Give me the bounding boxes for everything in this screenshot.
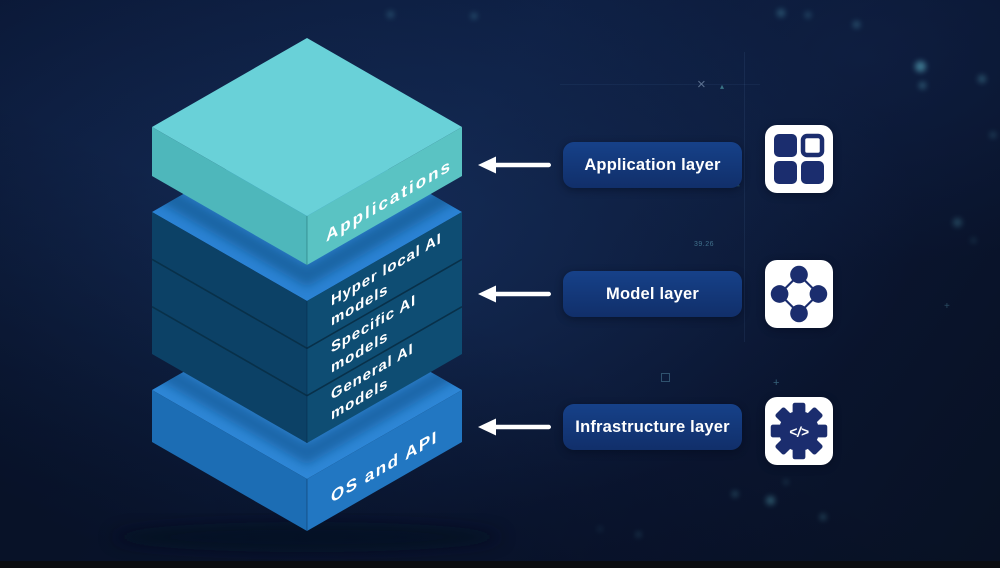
particle-dot [777, 9, 785, 17]
os-layer-right-face [307, 390, 462, 531]
hud-triangle-icon: ▴ [720, 82, 725, 91]
applications-layer-box: Applications [152, 38, 462, 265]
infrastructure-layer-pill: Infrastructure layer [563, 404, 742, 450]
models-box-shadow [152, 354, 462, 465]
arrow-left-icon [478, 285, 551, 303]
particle-dot [915, 61, 926, 72]
particle-dot [471, 13, 477, 19]
infrastructure-layer-pill-label: Infrastructure layer [575, 417, 730, 436]
particle-dot [784, 480, 788, 484]
os-layer-left-face [152, 390, 307, 531]
hud-sparkle-icon: + [944, 301, 950, 312]
model-layer-pill: Model layer [563, 271, 742, 317]
hud-sparkle-icon: + [773, 377, 780, 389]
particle-dot [971, 238, 976, 243]
app-grid-icon [774, 133, 825, 184]
applications-layer-left-face [152, 127, 307, 265]
model-network-icon [770, 265, 828, 323]
particle-dot [820, 514, 826, 520]
page-white-strip [0, 568, 1000, 580]
letterbox-black-bar [0, 561, 1000, 568]
particle-dot [598, 527, 602, 531]
application-layer-pill: Application layer [563, 142, 742, 188]
scene-background: × ▴ △ 39.26 + + [0, 0, 1000, 561]
particle-dot [387, 11, 394, 18]
particle-dot [978, 75, 986, 83]
particle-dot [732, 491, 738, 497]
hud-x-marker: × [697, 76, 706, 93]
particle-dot [953, 218, 962, 227]
application-layer-pill-label: Application layer [584, 155, 721, 174]
hud-numeric-reading: 39.26 [694, 241, 715, 248]
particle-dot [919, 82, 926, 89]
hud-faint-vertical-line [744, 52, 745, 342]
arrow-left-icon [478, 418, 551, 436]
particle-dot [990, 132, 996, 138]
infrastructure-gear-icon: </> [770, 402, 828, 460]
layer-stack-diagram: OS and API Hyper local AI models Specifi… [112, 38, 502, 552]
particle-dot [853, 21, 860, 28]
applications-layer-right-face [307, 127, 462, 265]
ground-shadow [112, 522, 502, 552]
infrastructure-gear-icon-card: </> [765, 397, 833, 465]
hud-faint-horizontal-line [560, 84, 760, 85]
models-layer-left-face [152, 212, 307, 443]
models-layer-right-face [307, 212, 462, 443]
arrow-left-icon [478, 156, 551, 174]
model-layer-pill-label: Model layer [606, 284, 699, 303]
code-glyph: </> [789, 424, 809, 439]
app-grid-icon-card [765, 125, 833, 193]
hud-square-outline-icon [661, 373, 670, 382]
particle-dot [805, 12, 811, 18]
model-network-icon-card [765, 260, 833, 328]
applications-box-shadow [152, 176, 462, 287]
particle-dot [636, 532, 641, 537]
particle-dot [766, 496, 775, 505]
